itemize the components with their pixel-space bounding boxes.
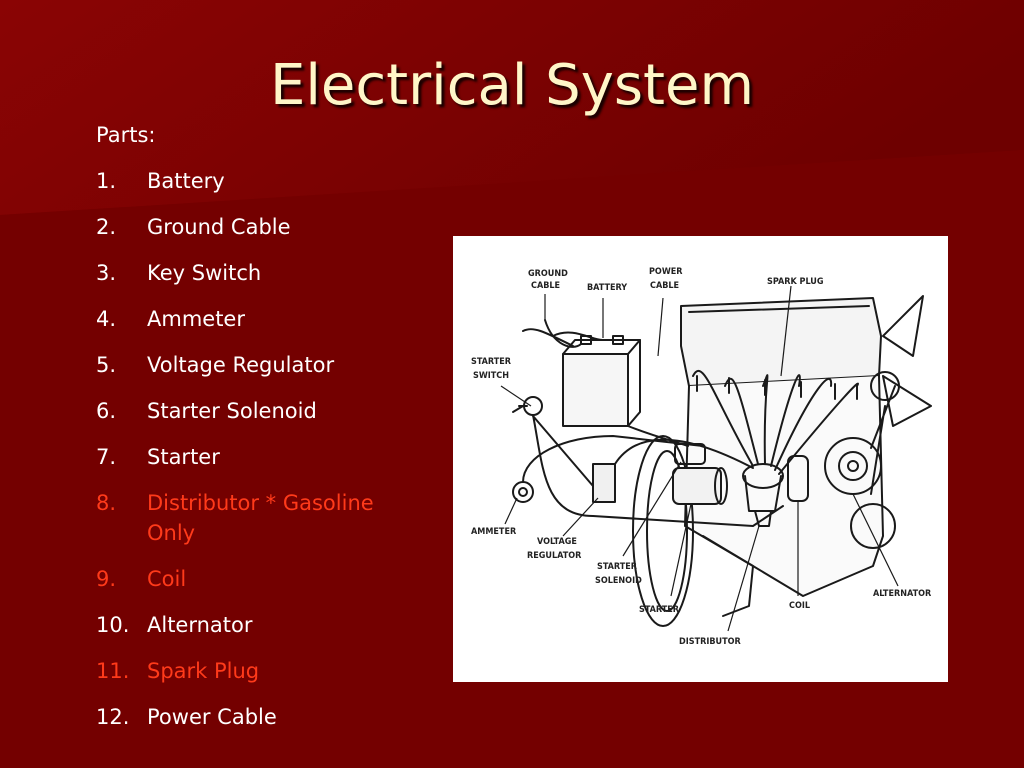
list-item-highlighted: 8. Distributor * Gasoline Only: [96, 488, 426, 548]
ground-cable: [544, 319, 582, 348]
label-alternator: ALTERNATOR: [873, 589, 932, 599]
item-number: 4.: [96, 307, 117, 331]
slide-title: Electrical System: [269, 53, 754, 118]
list-item: 4. Ammeter: [96, 304, 426, 334]
main-wiring: [522, 328, 784, 527]
label-starter-solenoid-2: SOLENOID: [595, 576, 642, 586]
item-number: 2.: [96, 215, 117, 239]
list-item: 1. Battery: [96, 166, 426, 196]
label-battery: BATTERY: [587, 283, 627, 293]
label-distributor: DISTRIBUTOR: [679, 637, 741, 647]
label-starter-switch: STARTER: [471, 357, 512, 367]
list-item: 10. Alternator: [96, 610, 426, 640]
battery-shape: [562, 353, 629, 427]
label-voltage-regulator-2: REGULATOR: [527, 551, 582, 561]
item-number: 6.: [96, 399, 117, 423]
item-text: Spark Plug: [147, 659, 260, 683]
distributor-shape: [742, 463, 784, 489]
fan: [882, 295, 932, 427]
label-starter-switch-2: SWITCH: [473, 371, 509, 381]
starter-motor: [672, 467, 722, 505]
label-starter: STARTER: [639, 605, 680, 615]
label-power-cable: POWER: [649, 267, 683, 277]
list-item: 3. Key Switch: [96, 258, 426, 288]
item-number: 10.: [96, 613, 130, 637]
item-text: Starter Solenoid: [147, 399, 317, 423]
label-power-cable-2: CABLE: [650, 281, 679, 291]
item-text: Distributor * Gasoline Only: [147, 491, 374, 545]
item-number: 12.: [96, 705, 130, 729]
parts-list-section: Parts: 1. Battery 2. Ground Cable 3. Key Sw…: [96, 120, 426, 748]
engine-wiring-diagram: GROUND CABLE BATTERY POWER CABLE SPARK P…: [453, 236, 948, 682]
voltage-regulator-shape: [592, 463, 616, 503]
item-text: Key Switch: [147, 261, 262, 285]
item-text: Ammeter: [147, 307, 245, 331]
item-text: Starter: [147, 445, 220, 469]
item-text: Coil: [147, 567, 187, 591]
diagram-drawing: GROUND CABLE BATTERY POWER CABLE SPARK P…: [471, 267, 932, 647]
item-number: 1.: [96, 169, 117, 193]
item-text: Alternator: [147, 613, 253, 637]
label-ammeter: AMMETER: [471, 527, 517, 537]
label-ground-cable-2: CABLE: [531, 281, 560, 291]
parts-list: 1. Battery 2. Ground Cable 3. Key Switch 4.…: [96, 166, 426, 732]
item-text: Battery: [147, 169, 225, 193]
label-coil: COIL: [789, 601, 810, 611]
label-ground-cable: GROUND: [528, 269, 568, 279]
list-item: 12. Power Cable: [96, 702, 426, 732]
list-item: 2. Ground Cable: [96, 212, 426, 242]
label-starter-solenoid: STARTER: [597, 562, 638, 572]
label-voltage-regulator: VOLTAGE: [537, 537, 577, 547]
list-item-highlighted: 11. Spark Plug: [96, 656, 426, 686]
list-item: 5. Voltage Regulator: [96, 350, 426, 380]
parts-label: Parts:: [96, 123, 156, 147]
spark-plug-wires: [692, 369, 859, 475]
item-number: 11.: [96, 659, 130, 683]
item-text: Voltage Regulator: [147, 353, 335, 377]
item-number: 7.: [96, 445, 117, 469]
list-item: 6. Starter Solenoid: [96, 396, 426, 426]
list-item: 7. Starter: [96, 442, 426, 472]
item-number: 3.: [96, 261, 117, 285]
flywheel: [632, 435, 694, 627]
list-item-highlighted: 9. Coil: [96, 564, 426, 594]
item-text: Power Cable: [147, 705, 277, 729]
label-spark-plug: SPARK PLUG: [767, 277, 824, 287]
item-number: 8.: [96, 491, 117, 515]
valve-cover-ridge: [688, 305, 870, 313]
item-number: 9.: [96, 567, 117, 591]
item-text: Ground Cable: [147, 215, 291, 239]
item-number: 5.: [96, 353, 117, 377]
